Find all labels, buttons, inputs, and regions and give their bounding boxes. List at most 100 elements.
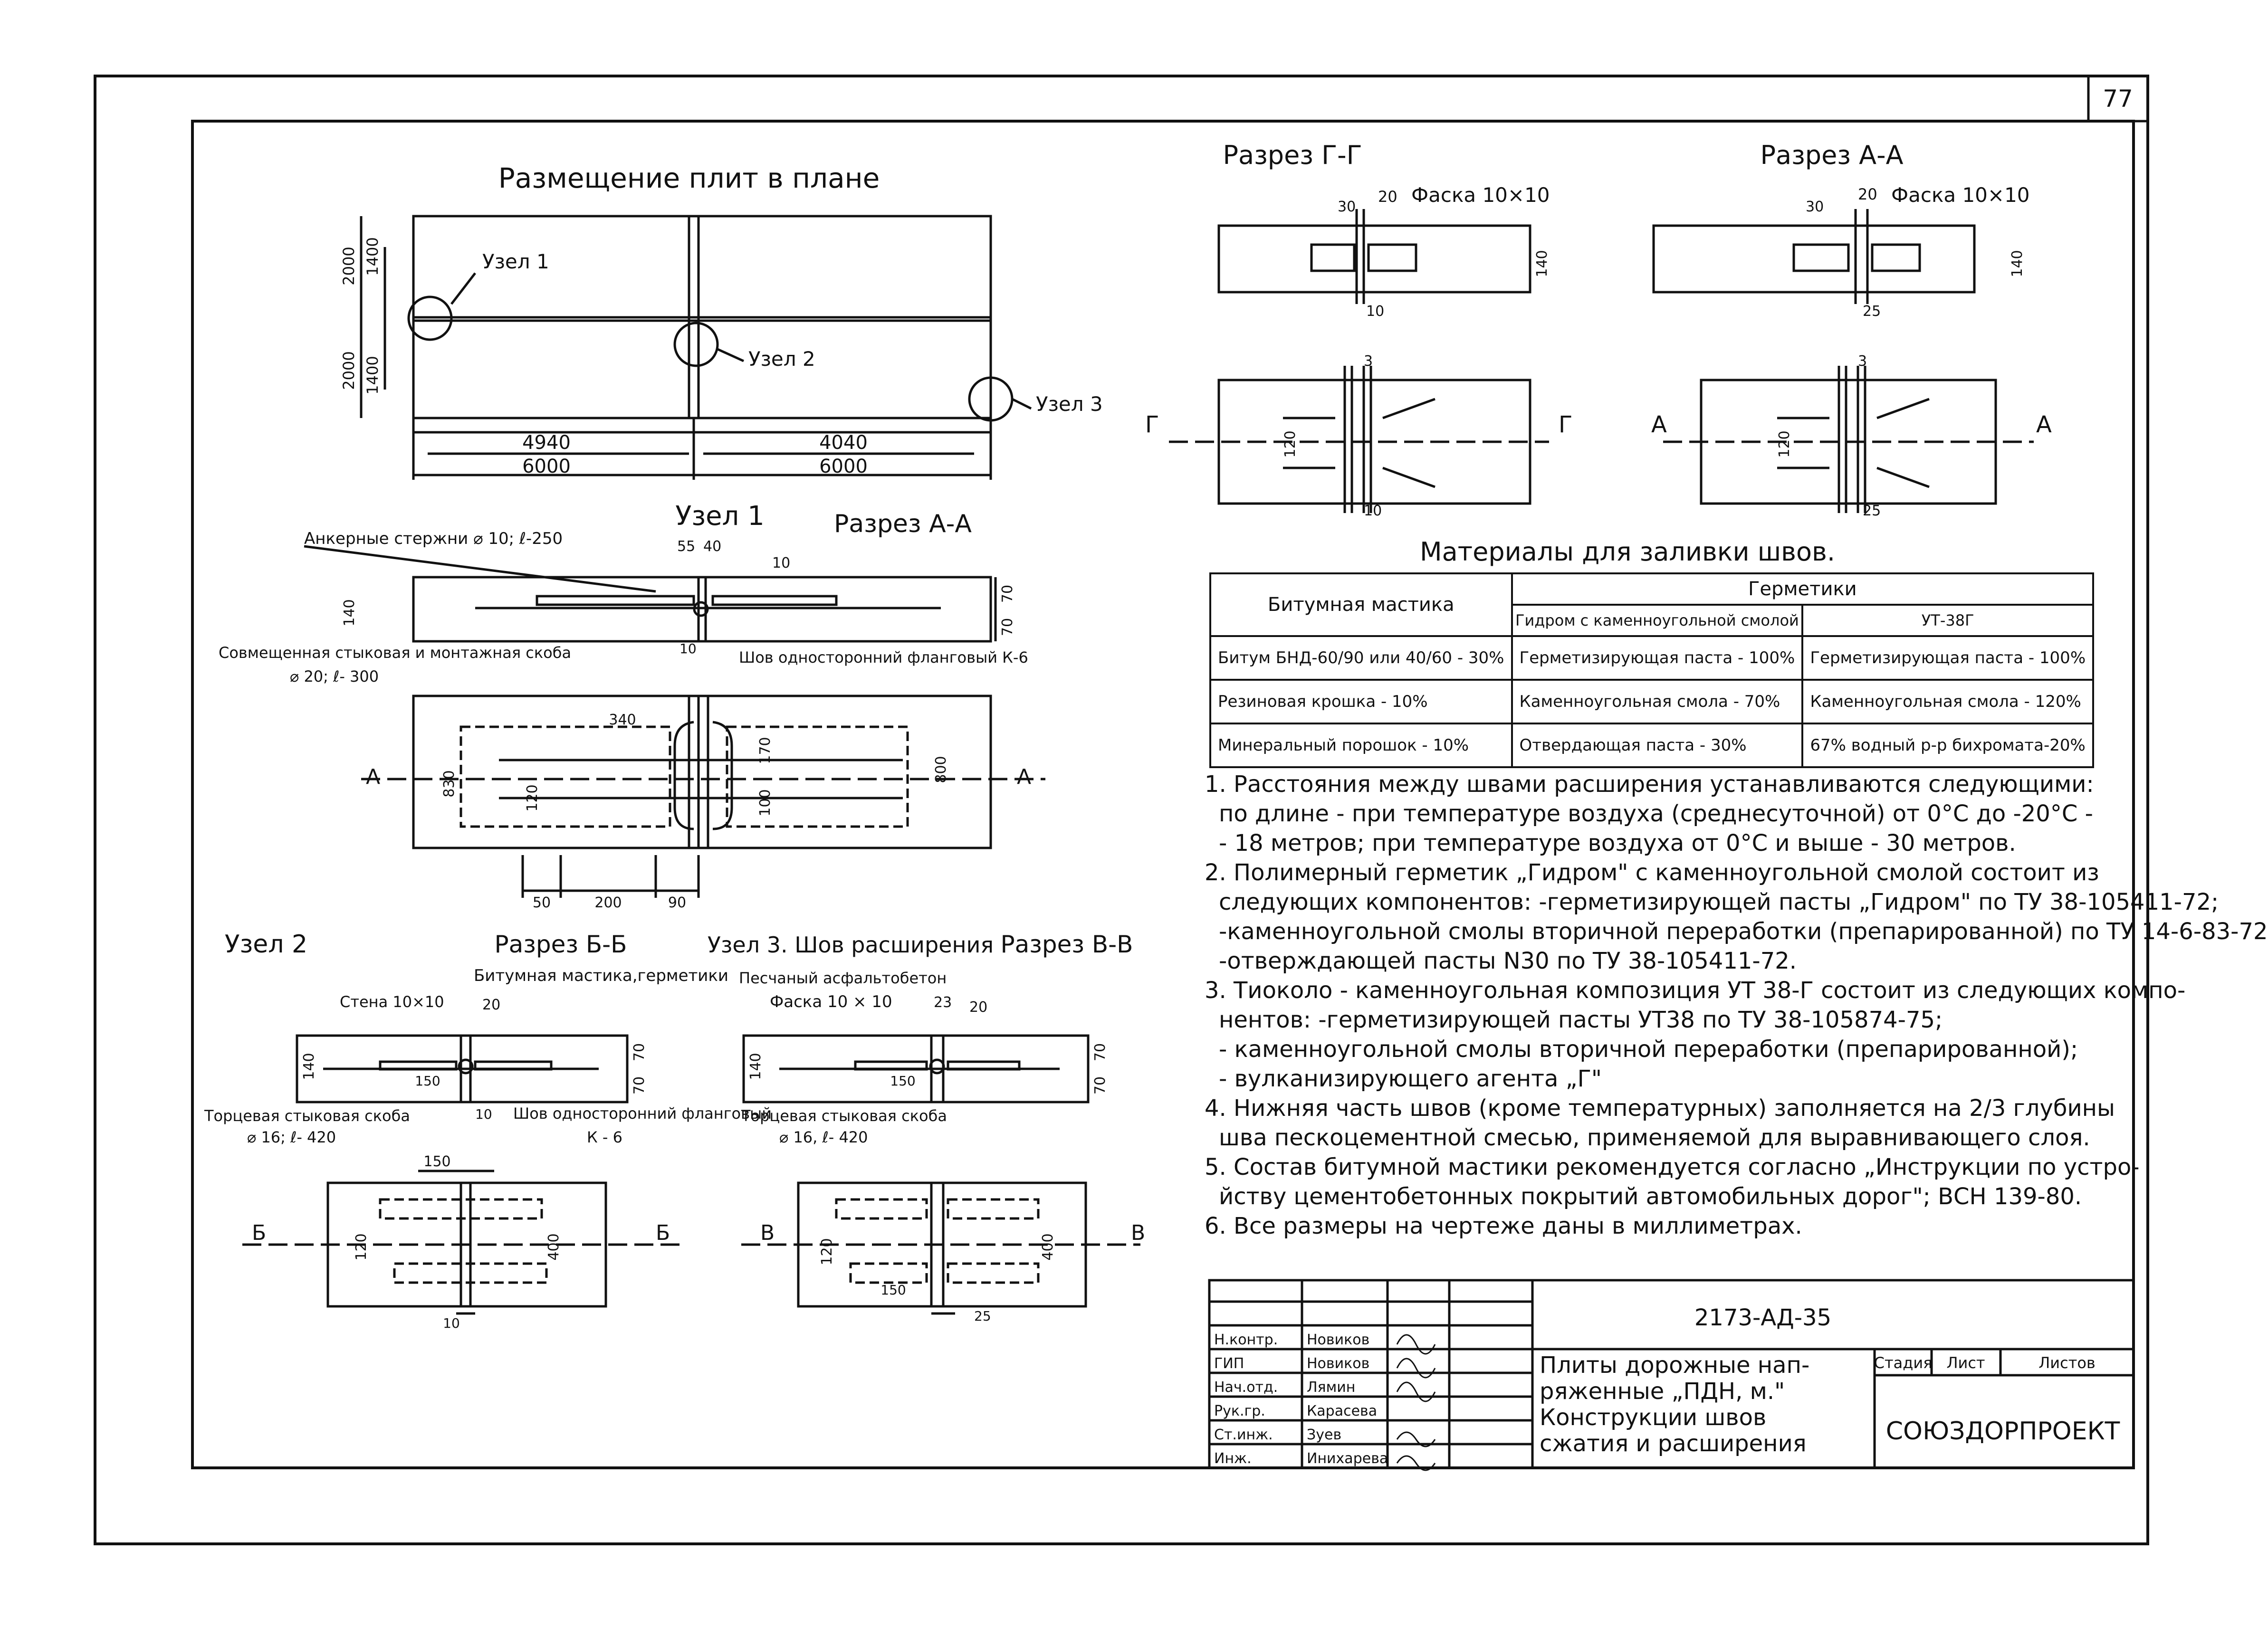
- table-cell: Отвердающая паста - 30%: [1511, 723, 1804, 768]
- notes-block: 1. Расстояния между швами расширения уст…: [1205, 770, 2268, 1241]
- uzel3-section-title: Разрез В-В: [1000, 931, 1133, 958]
- materials-col2-header: Герметики: [1511, 572, 2095, 606]
- signatures: [1396, 1334, 1436, 1471]
- uzel1-dim-830: 830: [441, 770, 458, 797]
- uzel2-bracket-spec: ⌀ 16; ℓ- 420: [247, 1128, 336, 1146]
- plan-dim-1400b: 1400: [364, 356, 382, 394]
- page-number: 77: [2103, 85, 2133, 113]
- uzel1-dim-10: 10: [772, 555, 790, 571]
- section-gg-dim-30: 30: [1338, 199, 1356, 215]
- uzel2-section-title: Разрез Б-Б: [494, 931, 627, 958]
- note-line: 6. Все размеры на чертеже даны в миллиме…: [1205, 1213, 1802, 1239]
- table-row: Минеральный порошок - 10% Отвердающая па…: [1209, 723, 2095, 768]
- uzel3-cut-left: В: [760, 1221, 775, 1245]
- uzel2-dim-400: 400: [545, 1233, 562, 1260]
- outer-frame: [94, 75, 2149, 1545]
- uzel1-bracket-spec: ⌀ 20; ℓ- 300: [290, 667, 379, 685]
- uzel1-plan-drawing: [361, 695, 1045, 898]
- note-line: шва пескоцементной смесью, применяемой д…: [1219, 1124, 2090, 1151]
- uzel3-dim-140: 140: [747, 1053, 764, 1080]
- name-6: Инихарева: [1307, 1450, 1388, 1467]
- uzel1-dim-340: 340: [609, 712, 636, 728]
- uzel3-dim-70b: 70: [1092, 1076, 1109, 1094]
- table-row: Резиновая крошка - 10% Каменноугольная с…: [1209, 679, 2095, 724]
- uzel1-section-title: Разрез А-А: [834, 510, 972, 538]
- uzel1-dim-800: 800: [933, 756, 949, 783]
- section-aa-dim-25: 25: [1863, 303, 1881, 320]
- section-aa-dim-140: 140: [2009, 250, 2026, 277]
- materials-sub1: Гидром с каменноугольной смолой: [1511, 604, 1804, 637]
- section-aa-drawing: [1652, 209, 2034, 513]
- note-line: по длине - при температуре воздуха (сред…: [1219, 800, 2093, 827]
- table-cell: Битум БНД-60/90 или 40/60 - 30%: [1209, 635, 1513, 681]
- materials-table: Битумная мастика Герметики Гидром с каме…: [1209, 572, 2095, 768]
- table-row: Битум БНД-60/90 или 40/60 - 30% Герметиз…: [1209, 635, 2095, 681]
- uzel3-cut-right: В: [1131, 1221, 1145, 1245]
- uzel1-dim-170: 170: [757, 737, 774, 764]
- section-gg-dim-120: 120: [1282, 430, 1299, 457]
- note-line: 3. Тиоколо - каменноугольная композиция …: [1205, 977, 2186, 1004]
- note-line: - вулканизирующего агента „Г": [1219, 1066, 1602, 1092]
- uzel1-dim-10b: 10: [679, 641, 697, 657]
- uzel3-dim-70a: 70: [1092, 1043, 1109, 1061]
- uzel2-bracket-label: Торцевая стыковая скоба: [204, 1107, 410, 1125]
- uzel1-title: Узел 1: [675, 501, 765, 532]
- section-aa-dim-30: 30: [1806, 199, 1824, 215]
- uzel2-mastic-label: Битумная мастика,герметики: [474, 966, 728, 985]
- uzel3-dim-120: 120: [819, 1238, 835, 1265]
- role-3: Нач.отд.: [1214, 1379, 1278, 1396]
- section-aa-cut-left: А: [1651, 411, 1667, 438]
- uzel2-dim-20: 20: [482, 997, 500, 1013]
- uzel3-dim-400: 400: [1040, 1233, 1056, 1260]
- plan-uzel2-label: Узел 2: [748, 347, 815, 371]
- title-line-2: ряженные „ПДН, м.": [1540, 1378, 1785, 1405]
- title-block-frame: [1208, 1279, 2135, 1469]
- section-aa-dim-20: 20: [1858, 185, 1877, 203]
- plan-title: Размещение плит в плане: [498, 162, 880, 194]
- note-line: йству цементобетонных покрытий автомобил…: [1219, 1183, 2082, 1210]
- note-line: - 18 метров; при температуре воздуха от …: [1219, 830, 2016, 856]
- title-line-1: Плиты дорожные нап-: [1540, 1352, 1809, 1379]
- uzel2-chamfer-label: Стена 10×10: [340, 993, 444, 1011]
- name-2: Новиков: [1307, 1355, 1369, 1372]
- table-cell: Резиновая крошка - 10%: [1209, 679, 1513, 724]
- section-gg-title: Разрез Г-Г: [1223, 140, 1362, 170]
- uzel3-dim-23: 23: [934, 994, 952, 1011]
- plan-dim-4040: 4040: [819, 432, 868, 454]
- plan-dim-1400a: 1400: [364, 237, 382, 276]
- uzel1-dim-120: 120: [524, 784, 541, 811]
- uzel2-dim-150a: 150: [415, 1073, 440, 1089]
- uzel3-dim-20: 20: [969, 999, 987, 1016]
- plan-dim-2000a: 2000: [340, 247, 358, 285]
- uzel1-cut-left: А: [366, 765, 380, 789]
- note-line: нентов: -герметизирующей пасты УТ38 по Т…: [1219, 1007, 1943, 1033]
- section-aa-title: Разрез А-А: [1760, 140, 1903, 170]
- section-aa-dim-3: 3: [1858, 353, 1867, 370]
- uzel3-dim-25: 25: [974, 1308, 991, 1324]
- name-1: Новиков: [1307, 1332, 1369, 1348]
- uzel2-plan-drawing: [242, 1170, 679, 1315]
- uzel3-asphalt-label: Песчаный асфальтобетон: [739, 969, 947, 987]
- section-gg-dim-3: 3: [1364, 353, 1373, 370]
- uzel3-title: Узел 3. Шов расширения: [708, 932, 994, 958]
- uzel1-dim-55: 55: [677, 538, 695, 555]
- uzel2-dim-10a: 10: [475, 1106, 492, 1122]
- uzel3-chamfer-label: Фаска 10 × 10: [770, 992, 892, 1011]
- plan-dim-6000b: 6000: [819, 456, 868, 477]
- role-6: Инж.: [1214, 1450, 1252, 1467]
- materials-col1-header: Битумная мастика: [1209, 572, 1513, 637]
- role-2: ГИП: [1214, 1355, 1244, 1372]
- note-line: 4. Нижняя часть швов (кроме температурны…: [1205, 1095, 2115, 1122]
- uzel2-weld-label: Шов односторонний фланговый: [513, 1104, 772, 1123]
- uzel3-section-drawing: [742, 1034, 1090, 1104]
- section-aa-cut-right: А: [2036, 411, 2052, 438]
- uzel2-dim-70a: 70: [631, 1043, 648, 1061]
- section-gg-drawing: [1169, 209, 1549, 513]
- materials-title: Материалы для заливки швов.: [1420, 537, 1835, 567]
- uzel2-cut-right: Б: [656, 1221, 670, 1245]
- note-line: 5. Состав битумной мастики рекомендуется…: [1205, 1154, 2140, 1180]
- table-cell: Каменноугольная смола - 70%: [1511, 679, 1804, 724]
- role-5: Ст.инж.: [1214, 1427, 1273, 1443]
- uzel1-dim-90: 90: [668, 894, 686, 911]
